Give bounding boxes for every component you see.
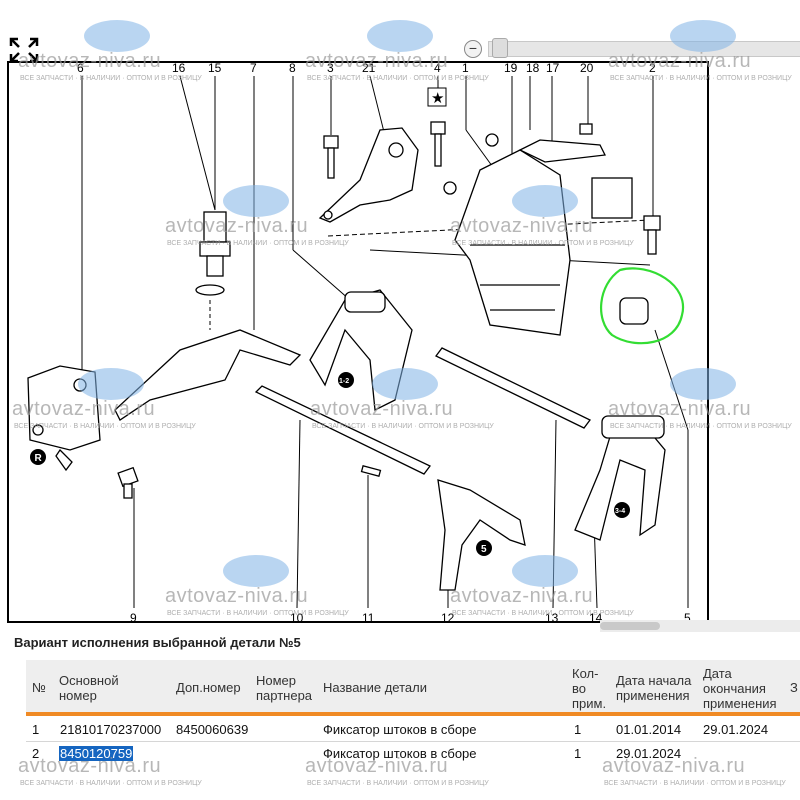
col-name: Название детали (323, 680, 427, 695)
cell-num: 1 (32, 722, 40, 737)
cell-add-no: 8450060639 (176, 722, 249, 737)
rod-13 (435, 347, 591, 429)
callout-7: 7 (250, 61, 257, 75)
fork-3-4 (574, 419, 666, 541)
header-accent-line (26, 712, 800, 716)
cell-qty: 1 (574, 746, 582, 761)
pin-11 (360, 464, 382, 478)
badge-R: R (35, 453, 43, 464)
callout-3: 3 (327, 61, 334, 75)
zoom-control: − (462, 38, 800, 58)
scrollbar-thumb[interactable] (600, 622, 660, 630)
callout-20: 20 (580, 61, 594, 75)
bolt-3-shank (327, 147, 335, 179)
detent-5 (619, 297, 649, 325)
callout-2: 2 (649, 61, 656, 75)
star-box (427, 87, 447, 107)
horizontal-scrollbar[interactable] (600, 620, 800, 632)
col-add-no: Доп.номер (176, 680, 241, 695)
callout-16: 16 (172, 61, 186, 75)
cell-name: Фиксатор штоков в сборе (323, 746, 477, 761)
lever-7 (114, 329, 302, 421)
diagram-frame (7, 61, 709, 623)
callout-8: 8 (289, 61, 296, 75)
col-extra: З (790, 680, 798, 695)
switch-15 (203, 211, 227, 243)
callout-18: 18 (526, 61, 540, 75)
details-title: Вариант исполнения выбранной детали №5 (14, 635, 301, 650)
bolt-4-shank (434, 133, 442, 167)
fork-5 (437, 479, 526, 591)
table-row[interactable]: 2 8450120759 Фиксатор штоков в сборе 1 2… (26, 741, 800, 764)
star-icon: ★ (431, 90, 444, 107)
cell-num: 2 (32, 746, 40, 761)
block-20 (591, 177, 633, 219)
callout-14: 14 (589, 611, 603, 625)
zoom-out-button[interactable]: − (464, 40, 482, 58)
cell-main-no-selected[interactable]: 8450120759 (59, 746, 134, 761)
callouts-top: 6 16 15 7 8 3 21 4 1 19 18 17 20 2 (77, 61, 656, 75)
callout-19: 19 (504, 61, 518, 75)
callout-12: 12 (441, 611, 455, 625)
rod-10 (254, 385, 431, 475)
col-num: № (32, 680, 46, 695)
diagram-svg: 6 16 15 7 8 3 21 4 1 19 18 17 20 2 9 10 … (7, 61, 709, 625)
callout-21: 21 (362, 61, 376, 75)
bolt-2-head (643, 215, 661, 231)
zoom-track[interactable] (488, 41, 800, 57)
cell-name: Фиксатор штоков в сборе (323, 722, 477, 737)
washer-16 (195, 284, 225, 296)
callout-6: 6 (77, 61, 84, 75)
callout-1: 1 (462, 61, 469, 75)
callouts-bottom: 9 10 11 12 13 14 5 (130, 611, 691, 625)
badge-3-4: 3-4 (615, 508, 625, 515)
callout-9: 9 (130, 611, 137, 625)
parts-diagram[interactable]: 6 16 15 7 8 3 21 4 1 19 18 17 20 2 9 10 … (0, 0, 800, 632)
callout-13: 13 (545, 611, 559, 625)
callout-15: 15 (208, 61, 222, 75)
badge-5: 5 (481, 544, 487, 555)
cell-end-date: 29.01.2024 (703, 722, 769, 737)
parts (27, 121, 666, 591)
cell-start-date: 29.01.2024 (616, 746, 682, 761)
cell-main-no: 21810170237000 (60, 722, 162, 737)
fullscreen-icon[interactable] (8, 36, 40, 64)
selector-mechanism-1 (454, 149, 571, 336)
zoom-handle[interactable] (492, 38, 508, 58)
callout-4: 4 (434, 61, 441, 75)
badge-1-2: 1-2 (339, 378, 349, 385)
cell-start-date: 01.01.2014 (616, 722, 682, 737)
callout-10: 10 (290, 611, 304, 625)
table-row[interactable]: 1 21810170237000 8450060639 Фиксатор што… (26, 718, 800, 740)
bracket-17 (518, 139, 606, 163)
callout-17: 17 (546, 61, 560, 75)
badges: R 1-2 5 3-4 (30, 372, 630, 556)
bolt-3-head (323, 135, 339, 149)
plate-6 (27, 365, 101, 451)
cell-qty: 1 (574, 722, 582, 737)
bolt-4-head (430, 121, 446, 135)
callout-5: 5 (684, 611, 691, 625)
highlight-circle (600, 267, 685, 345)
callout-11: 11 (362, 611, 375, 625)
